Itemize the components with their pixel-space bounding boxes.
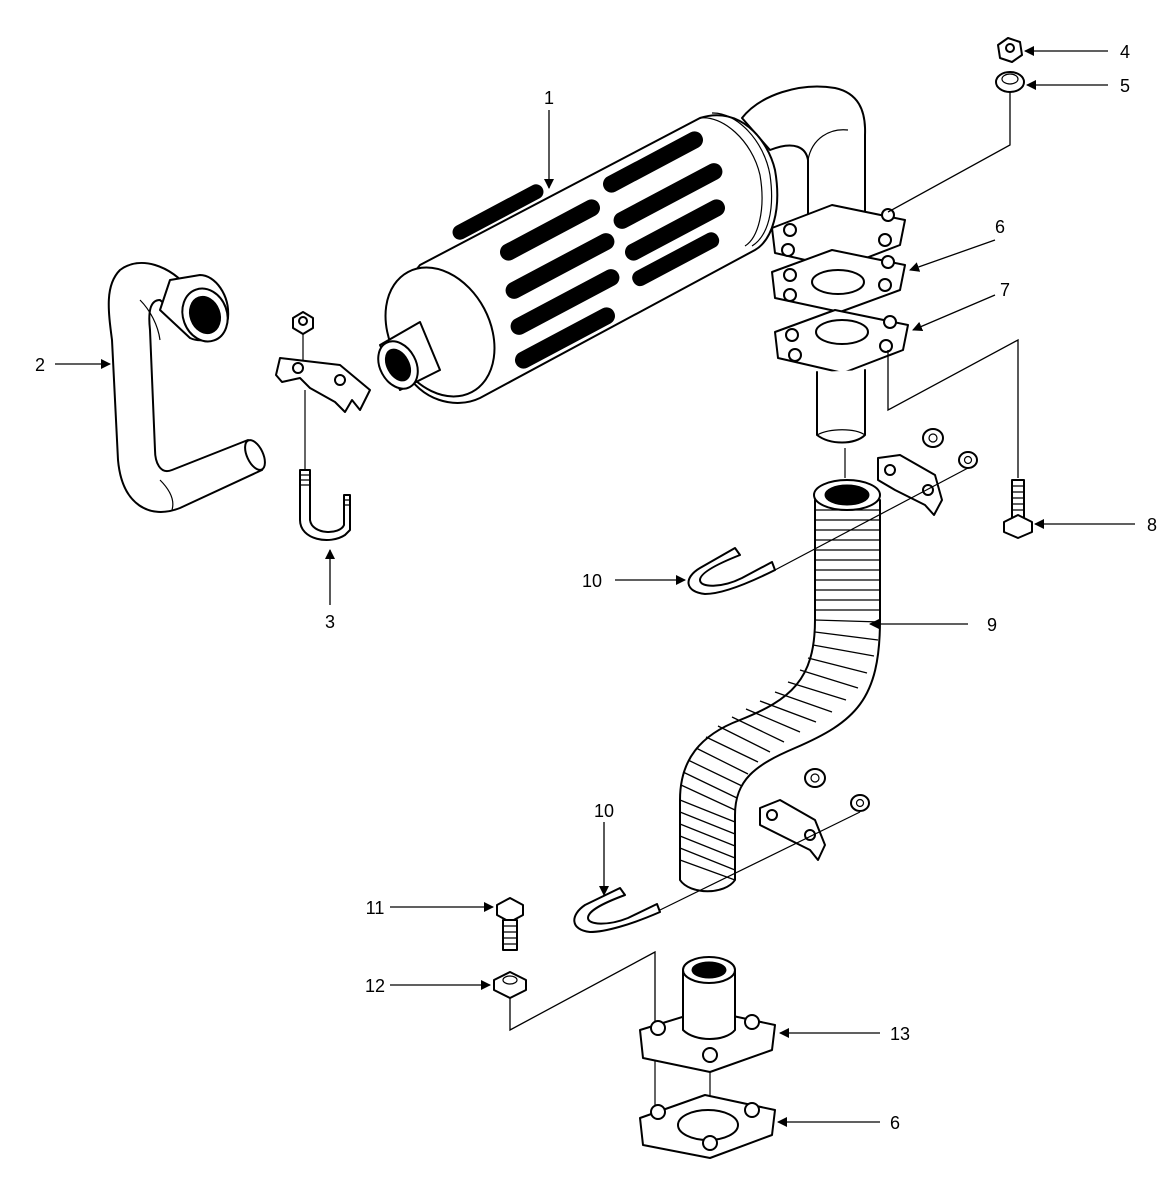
callout-3: 3 <box>325 612 335 632</box>
upper-pipe-clamp <box>687 428 978 595</box>
leader-bolt-to-flange <box>887 338 1019 478</box>
callout-10-lower: 10 <box>594 801 614 821</box>
callout-6-upper: 6 <box>995 217 1005 237</box>
callout-arrows <box>55 46 1135 1127</box>
inlet-hose <box>107 261 266 513</box>
u-bolt-mid <box>687 547 776 595</box>
callout-11: 11 <box>366 898 385 918</box>
adapter-flange <box>774 309 909 444</box>
callout-2: 2 <box>35 355 45 375</box>
flange-nut <box>997 37 1023 63</box>
outlet-flange <box>771 204 906 269</box>
callout-9: 9 <box>987 615 997 635</box>
callout-13: 13 <box>890 1024 910 1044</box>
callout-8: 8 <box>1147 515 1157 535</box>
lower-flange <box>639 956 776 1073</box>
hose-clamp <box>275 311 371 541</box>
upper-gasket <box>771 249 906 313</box>
u-bolt-lower <box>573 887 661 933</box>
muffler-elbow-pipe <box>741 85 867 229</box>
leader-washer-to-flange <box>887 92 1011 213</box>
lower-pipe-clamp <box>573 768 870 933</box>
lock-washer <box>995 71 1025 93</box>
lower-bolt <box>496 897 524 951</box>
callout-5: 5 <box>1120 76 1130 96</box>
callout-6-lower: 6 <box>890 1113 900 1133</box>
callout-7: 7 <box>1000 280 1010 300</box>
callout-labels: 1 2 3 4 5 6 7 8 9 10 10 11 12 13 6 <box>35 42 1157 1133</box>
muffler <box>377 85 867 404</box>
flex-pipe <box>679 479 881 893</box>
callout-10-upper: 10 <box>582 571 602 591</box>
callout-12: 12 <box>365 976 385 996</box>
lower-gasket <box>639 1094 776 1159</box>
lower-nut <box>493 971 527 999</box>
callout-4: 4 <box>1120 42 1130 62</box>
flange-bolt <box>1003 479 1033 539</box>
callout-1: 1 <box>544 88 554 108</box>
leader-nut-to-flange <box>509 950 656 1032</box>
